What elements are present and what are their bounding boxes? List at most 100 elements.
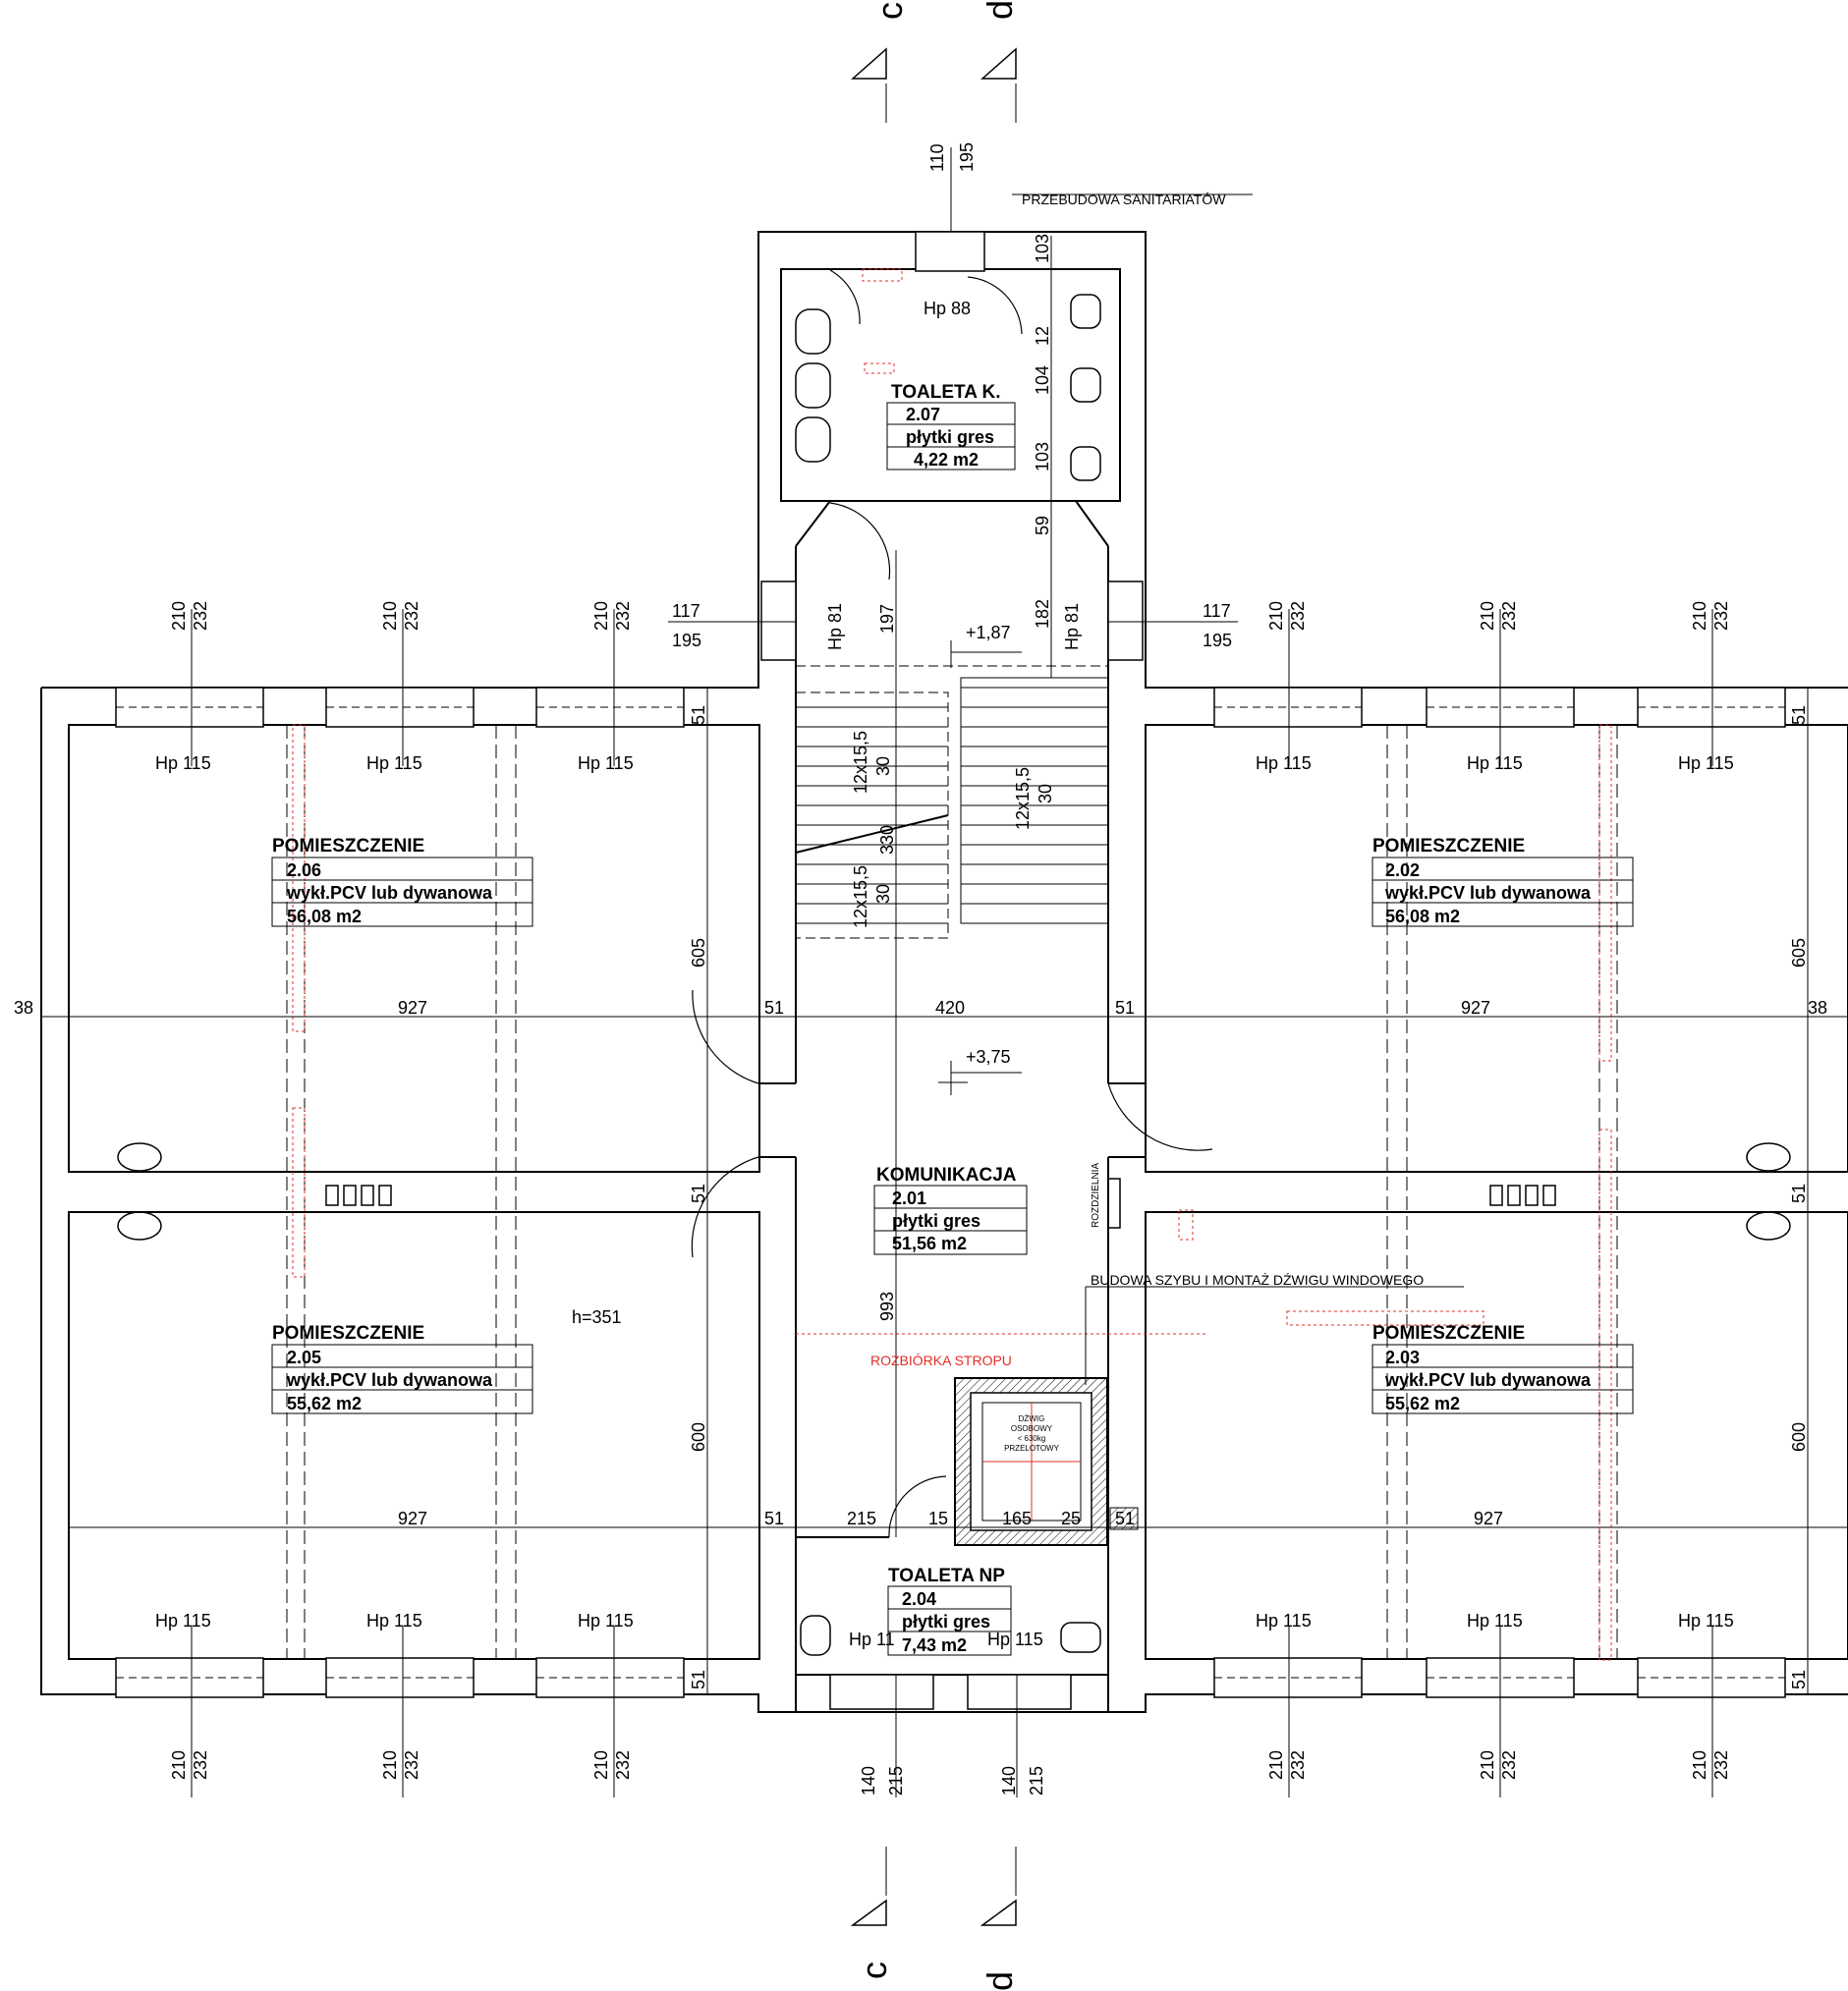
hp-label: Hp 115 [366,753,422,773]
dim-30: 30 [873,756,893,776]
dim-117: 117 [672,601,700,621]
room-finish: wykł.PCV lub dywanowa [286,1370,493,1390]
window-dim: 210 [591,601,611,631]
window-dim: 232 [191,1750,210,1780]
window-dim: 210 [380,601,400,631]
horizontal-dimensions: 927 927 927 927 420 51 51 51 51 38 38 21… [14,601,1827,1528]
window-sills [116,706,1785,1679]
room-finish: płytki gres [906,427,994,447]
room-area: 56,08 m2 [287,907,362,926]
section-marker-c-bottom: c [850,1847,894,1979]
dim-330: 330 [877,825,897,855]
dim-165: 165 [1002,1509,1032,1528]
room-name: TOALETA K. [891,382,1001,403]
room-number: 2.02 [1385,860,1420,880]
dim-103: 103 [1033,234,1052,263]
room-finish: płytki gres [902,1612,990,1632]
dim-195: 195 [1203,631,1232,650]
dim-38: 38 [1808,998,1827,1018]
elevator-cab-text: DŹWIG OSOBOWY < 630kg PRZELOTOWY [1004,1414,1060,1453]
dim-15: 15 [928,1509,948,1528]
note-distribution: ROZDZIELNIA [1091,1163,1101,1228]
window-dim: 210 [1690,1750,1709,1780]
room-name: POMIESZCZENIE [1372,836,1525,857]
cab-line: OSOBOWY [1011,1424,1053,1433]
hp-label: Hp 115 [987,1630,1043,1649]
dim-927: 927 [398,998,427,1018]
window-dim: 210 [1266,1750,1286,1780]
window-dim: 232 [613,601,633,631]
window-dim: 195 [957,142,977,172]
section-marker-d-top: d [980,0,1020,123]
dim-420: 420 [935,998,965,1018]
hp-label: Hp 115 [155,753,211,773]
dim-51: 51 [1789,1670,1809,1689]
window-dim: 110 [927,143,947,172]
hp-label: Hp 115 [1467,1611,1523,1631]
dim-605: 605 [689,938,708,968]
dim-605: 605 [1789,938,1809,968]
section-label-c: c [854,1962,894,1979]
dim-600: 600 [1789,1422,1809,1452]
hp-label: Hp 115 [366,1611,422,1631]
dim-59: 59 [1033,516,1052,535]
elevator-shaft [954,1377,1139,1546]
room-number: 2.04 [902,1589,936,1609]
dim-51: 51 [689,705,708,725]
hp-label: Hp 11 [849,1630,895,1649]
window-dim: 232 [191,601,210,631]
section-marker-c-top: c [851,2,910,123]
dim-993: 993 [877,1292,897,1321]
hp-label: Hp 88 [924,299,971,318]
room-number: 2.07 [906,405,940,424]
room-name: POMIESZCZENIE [272,1323,424,1344]
dim-927: 927 [1474,1509,1503,1528]
window-dim: 232 [1499,1750,1519,1780]
window-labels: Hp 115 Hp 115 Hp 115 Hp 115 Hp 115 Hp 11… [155,299,1734,1649]
level-landing: +1,87 [966,623,1011,642]
room-number: 2.06 [287,860,321,880]
hp-label: Hp 115 [1467,753,1523,773]
room-number: 2.01 [892,1189,926,1208]
dim-195: 195 [672,631,701,650]
window-dim: 140 [999,1766,1019,1796]
room-number: 2.03 [1385,1348,1420,1367]
dim-51: 51 [1115,998,1135,1018]
window-dim: 232 [613,1750,633,1780]
dim-30: 30 [873,884,893,904]
dim-51: 51 [1789,705,1809,725]
window-dim: 210 [1690,601,1709,631]
window-dim: 232 [1288,601,1308,631]
dim-30: 30 [1036,784,1055,803]
room-name: KOMUNIKACJA [876,1165,1017,1186]
room-name: POMIESZCZENIE [272,836,424,857]
room-label-2.03: POMIESZCZENIE 2.03 wykł.PCV lub dywanowa… [1372,1323,1634,1414]
windows [115,231,1786,1710]
vertical-dimensions: 605 605 600 600 993 197 182 330 103 104 … [689,234,1809,1689]
room-label-2.02: POMIESZCZENIE 2.02 wykł.PCV lub dywanowa… [1372,836,1634,927]
hp-label: Hp 115 [1256,1611,1312,1631]
vent-ducts [325,1178,1556,1229]
window-dim: 210 [169,601,189,631]
hp-label: Hp 81 [825,603,845,650]
hp-label: Hp 115 [1678,1611,1734,1631]
note-elevator: BUDOWA SZYBU I MONTAŻ DŹWIGU WINDOWEGO [1091,1271,1424,1288]
note-demolition: ROZBIÓRKA STROPU [870,1353,1012,1368]
dimension-lines [41,147,1848,1797]
window-dim: 210 [1266,601,1286,631]
room-label-2.04: TOALETA NP 2.04 płytki gres 7,43 m2 [887,1566,1012,1656]
window-dim: 232 [1288,1750,1308,1780]
dim-600: 600 [689,1422,708,1452]
dim-104: 104 [1033,365,1052,395]
room-area: 56,08 m2 [1385,907,1460,926]
cab-line: PRZELOTOWY [1004,1444,1060,1453]
window-dim: 215 [1027,1766,1046,1796]
window-dim: 232 [1711,601,1731,631]
sanitary-fixtures [117,294,1791,1656]
dim-927: 927 [398,1509,427,1528]
level-floor: +3,75 [966,1047,1011,1067]
note-sanitary: PRZEBUDOWA SANITARIATÓW [1022,192,1226,207]
room-area: 7,43 m2 [902,1635,967,1655]
